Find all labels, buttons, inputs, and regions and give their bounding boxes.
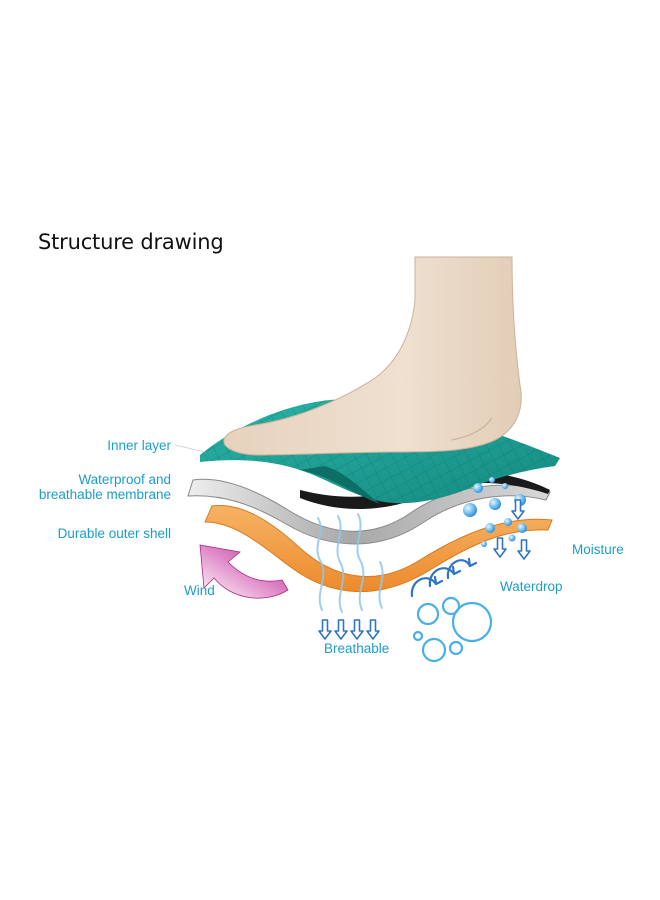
label-wind: Wind — [184, 583, 215, 598]
label-outer-shell: Durable outer shell — [57, 526, 171, 541]
label-moisture: Moisture — [572, 542, 624, 557]
leader-lines — [174, 444, 206, 453]
wind-arrow — [199, 544, 289, 599]
waterdrop-deflect-arrows — [410, 557, 478, 598]
label-waterdrop: Waterdrop — [500, 579, 563, 594]
label-inner-layer: Inner layer — [107, 438, 171, 453]
label-membrane-line1: Waterproof and — [78, 472, 171, 487]
label-breathable: Breathable — [324, 641, 390, 656]
outer-shell-layer — [204, 504, 553, 593]
breathable-arrows — [318, 619, 380, 640]
waterdrop-rings — [412, 596, 493, 663]
membrane-layer — [187, 478, 551, 545]
moisture-bubbles — [463, 477, 527, 547]
page-title: Structure drawing — [38, 230, 224, 254]
breathable-vapor — [316, 513, 384, 613]
foot-illustration — [223, 256, 522, 456]
label-membrane-line2: breathable membrane — [38, 487, 171, 502]
